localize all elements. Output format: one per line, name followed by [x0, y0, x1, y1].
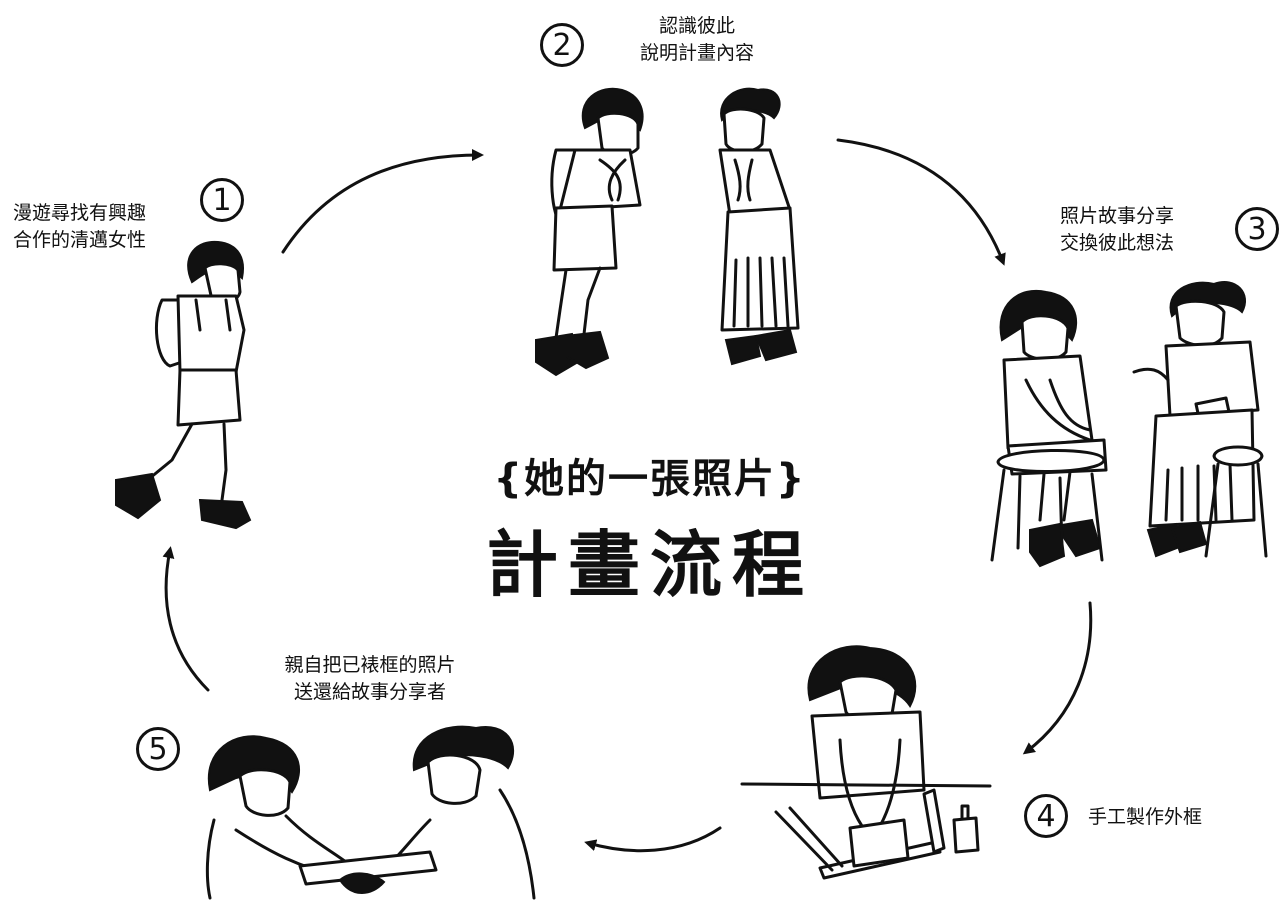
step-1-caption-line1: 漫遊尋找有興趣: [13, 202, 147, 224]
step-3-number-text: 3: [1247, 211, 1267, 247]
step-5-number: 5: [136, 727, 180, 771]
step-5-caption-line2: 送還給故事分享者: [293, 681, 446, 703]
step-4-caption-line1: 手工製作外框: [1088, 806, 1203, 828]
step-2-caption-line2: 說明計畫內容: [639, 42, 754, 64]
step-4-number-text: 4: [1036, 798, 1056, 834]
step-3-caption-line1: 照片故事分享: [1060, 205, 1175, 227]
arrow-2-to-3: [836, 138, 1006, 266]
step-4-caption: 手工製作外框: [1088, 804, 1202, 831]
step-4-number: 4: [1024, 794, 1068, 838]
arrow-5-to-1: [162, 546, 210, 692]
step-1-number-text: 1: [212, 182, 232, 218]
step-5-caption: 親自把已裱框的照片 送還給故事分享者: [250, 652, 490, 706]
step-3-number: 3: [1235, 207, 1279, 251]
step-5-number-text: 5: [148, 731, 168, 767]
step-3-caption-line2: 交換彼此想法: [1060, 232, 1175, 254]
step-1-number: 1: [200, 178, 244, 222]
step-2-number: 2: [540, 23, 584, 67]
step-1-caption: 漫遊尋找有興趣 合作的清邁女性: [13, 200, 146, 254]
step-2-number-text: 2: [552, 27, 572, 63]
diagram-title: 計畫流程: [485, 523, 814, 607]
diagram-subtitle: {她的一張照片}: [493, 456, 807, 502]
step-2-caption: 認識彼此 說明計畫內容: [612, 13, 782, 67]
step-3-caption: 照片故事分享 交換彼此想法: [1060, 203, 1174, 257]
arrow-3-to-4: [1022, 601, 1093, 755]
step-2-caption-line1: 認識彼此: [658, 15, 735, 37]
step-5-caption-line1: 親自把已裱框的照片: [284, 654, 456, 676]
arrow-1-to-2: [281, 149, 484, 254]
arrow-4-to-5: [584, 826, 722, 853]
step-1-caption-line2: 合作的清邁女性: [13, 229, 147, 251]
